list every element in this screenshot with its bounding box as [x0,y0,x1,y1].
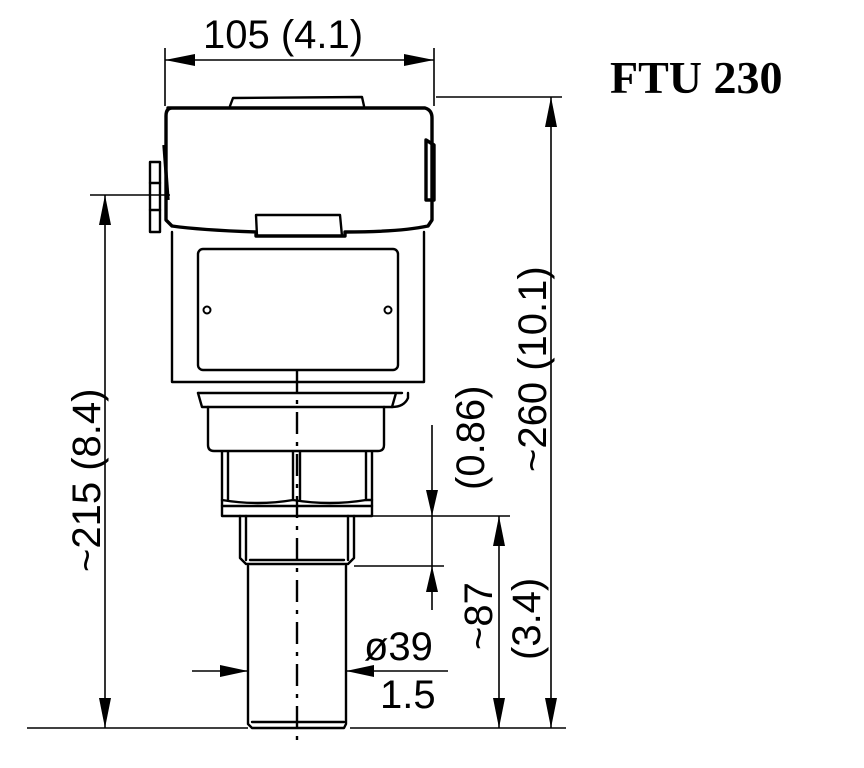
screw-left-icon [202,305,212,315]
dimension-diameter: ø39 1.5 [192,625,448,717]
arrow-up-icon [426,566,438,592]
dim-probe-mm-label: ~87 [457,582,501,650]
arrow-down-icon [99,698,111,728]
dim-thread-inch-label: (0.86) [449,386,493,491]
dimension-probe-length: ~87 (3.4) [457,516,549,728]
nameplate [196,247,400,372]
dim-total-height-label: ~260 (10.1) [511,266,555,472]
arrow-down-icon [493,698,505,728]
dimension-thread: (0.86) [354,386,510,610]
housing-cover [148,95,436,238]
arrow-up-icon [545,97,557,127]
product-title: FTU 230 [610,52,783,103]
dim-diameter-label: ø39 [364,625,433,669]
flange [196,391,410,453]
arrow-up-icon [99,195,111,225]
dimension-width: 105 (4.1) [164,13,435,106]
arrow-down-icon [426,490,438,516]
electronics-housing [170,230,426,384]
dimension-height-215: ~215 (8.4) [27,194,248,729]
arrow-left-icon [165,54,195,66]
dim-wall-label: 1.5 [380,673,436,717]
arrow-right-icon [404,54,434,66]
dim-height-215-label: ~215 (8.4) [65,389,109,572]
screw-right-icon [383,305,393,315]
arrow-up-icon [493,516,505,546]
arrow-right-icon [220,665,248,677]
arrow-left-icon [346,665,374,677]
dimension-total-height: ~260 (10.1) [350,96,566,729]
dim-width-label: 105 (4.1) [203,13,363,57]
dim-probe-inch-label: (3.4) [505,578,549,660]
arrow-down-icon [545,698,557,728]
